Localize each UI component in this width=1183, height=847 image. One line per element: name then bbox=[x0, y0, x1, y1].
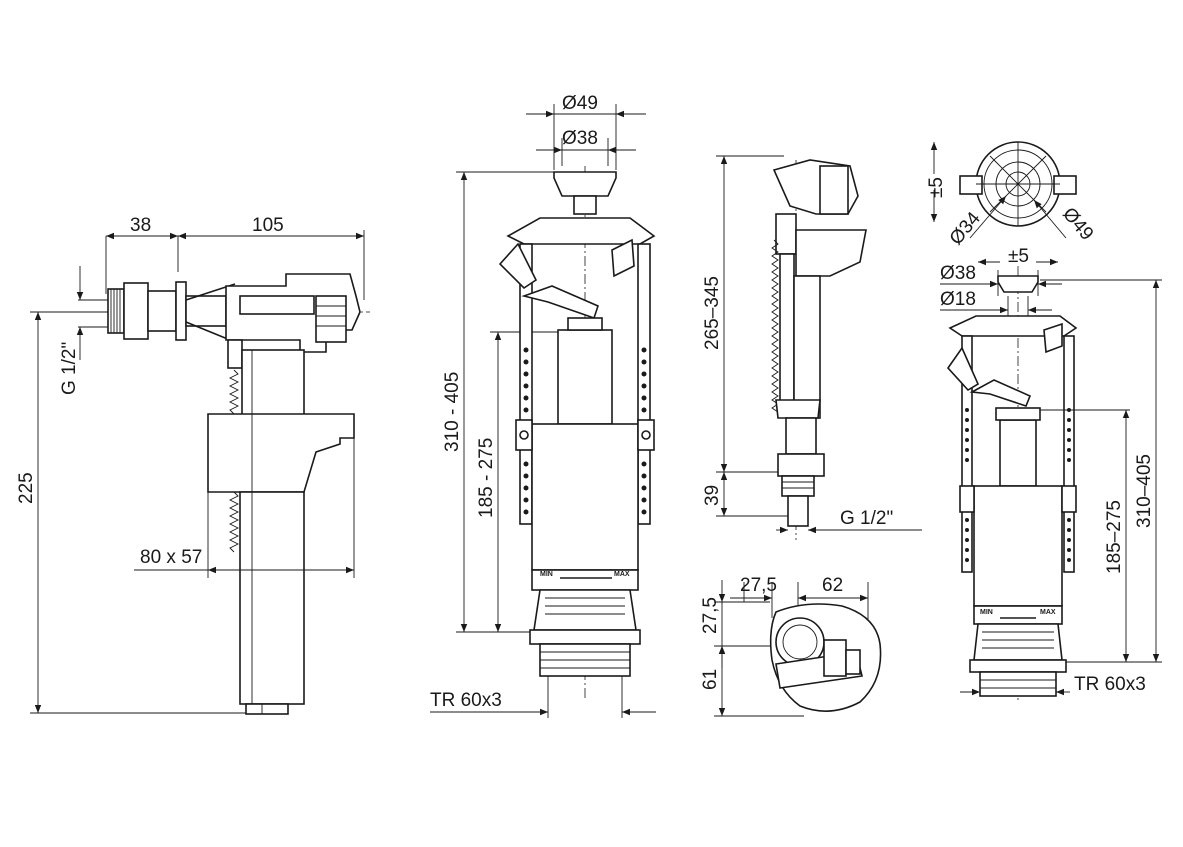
dim-ø49-view-text: Ø49 bbox=[1058, 204, 1097, 245]
dim-pm5-h-text: ±5 bbox=[1008, 246, 1029, 267]
dim-ø18-text: Ø18 bbox=[940, 289, 976, 310]
right-valve-drawing: ±5 Ø38 Ø18 bbox=[940, 246, 1162, 700]
dim-310-405-text: 310 - 405 bbox=[442, 372, 463, 452]
dim-310-405-right-text: 310–405 bbox=[1134, 454, 1155, 528]
flush-valve-drawing: Ø49 Ø38 310 - 405 185 - 275 bbox=[430, 93, 656, 718]
dim-275-h-text: 27,5 bbox=[740, 575, 777, 596]
max-label: MAX bbox=[614, 571, 630, 578]
top-view-drawing: 27,5 62 27,5 61 bbox=[700, 575, 882, 717]
dim-105-text: 105 bbox=[252, 215, 284, 236]
dim-61-text: 61 bbox=[700, 669, 721, 690]
dim-ø49-text: Ø49 bbox=[562, 93, 598, 114]
dim-39-text: 39 bbox=[702, 485, 723, 506]
min-label-right: MIN bbox=[980, 609, 993, 616]
dim-275-v-text: 27,5 bbox=[700, 597, 721, 634]
dim-62-text: 62 bbox=[822, 575, 843, 596]
side-valve-drawing: 265–345 39 G 1/2" bbox=[702, 155, 922, 540]
dim-tr60x3-right-text: TR 60x3 bbox=[1074, 674, 1146, 695]
dim-float-text: 80 x 57 bbox=[140, 547, 202, 568]
dim-38-text: 38 bbox=[130, 215, 151, 236]
dim-tr60x3-text: TR 60x3 bbox=[430, 690, 502, 711]
dim-ø38-right-text: Ø38 bbox=[940, 263, 976, 284]
dim-ø38-text: Ø38 bbox=[562, 128, 598, 149]
max-label-right: MAX bbox=[1040, 609, 1056, 616]
button-view-drawing: ±5 Ø34 Ø49 bbox=[926, 141, 1097, 249]
dim-225-text: 225 bbox=[16, 472, 37, 504]
dim-pm5-v-text: ±5 bbox=[926, 177, 947, 198]
dim-265-345-text: 265–345 bbox=[702, 276, 723, 350]
fill-valve-drawing: 38 105 G 1/2" 225 bbox=[16, 215, 370, 715]
dim-ø34-text: Ø34 bbox=[946, 208, 985, 249]
dim-185-275-text: 185 - 275 bbox=[476, 438, 497, 518]
dim-185-275-right-text: 185–275 bbox=[1104, 500, 1125, 574]
dim-g12-text: G 1/2" bbox=[840, 508, 893, 529]
min-label: MIN bbox=[540, 571, 553, 578]
dim-thread-text: G 1/2" bbox=[59, 342, 80, 395]
